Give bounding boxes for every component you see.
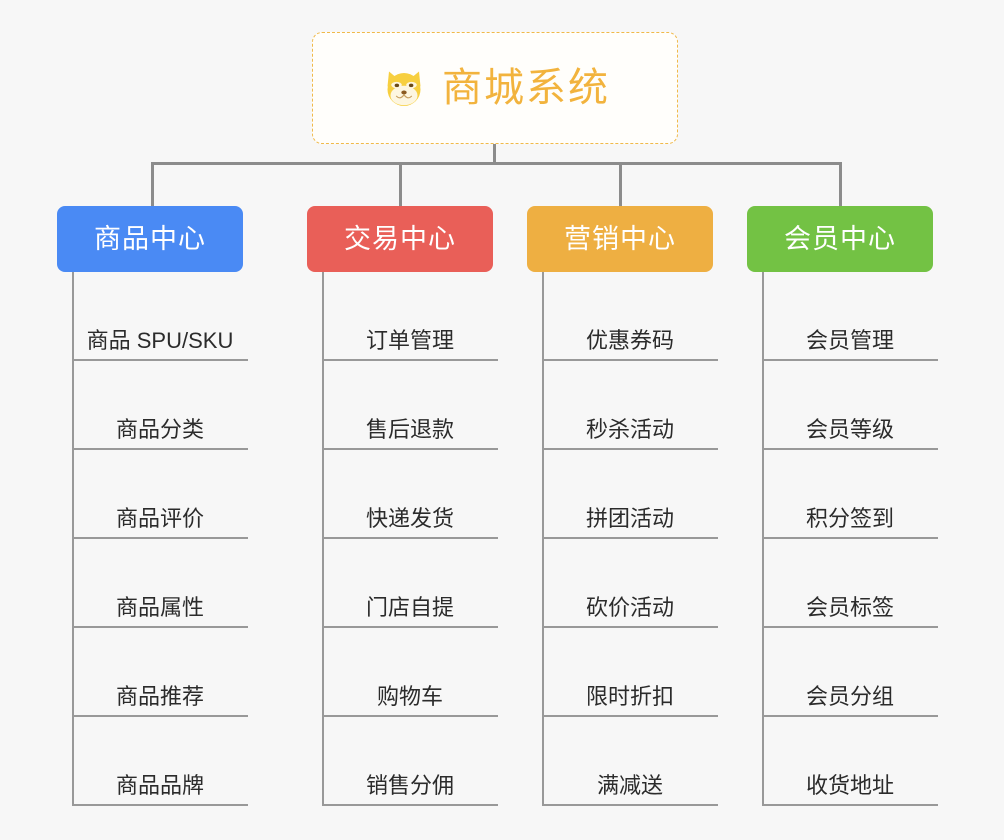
category-label: 会员中心 [784,223,896,254]
leaf-item[interactable]: 会员分组 [762,628,938,717]
leaf-item-label: 积分签到 [805,505,894,531]
category-label: 交易中心 [344,223,456,254]
column-trunk-line [542,272,544,806]
leaf-item-label: 限时折扣 [585,683,674,709]
leaf-item[interactable]: 会员等级 [762,361,938,450]
leaf-item-label: 售后退款 [365,416,454,442]
leaf-item[interactable]: 售后退款 [322,361,498,450]
leaf-item[interactable]: 砍价活动 [542,539,718,628]
category-label: 营销中心 [564,223,676,254]
connector-drop-4 [839,164,842,208]
leaf-item-label: 商品属性 [115,594,204,620]
category-box-marketing-center[interactable]: 营销中心 [527,206,713,272]
leaf-item[interactable]: 会员管理 [762,272,938,361]
leaf-item-label: 订单管理 [365,327,454,353]
leaf-item-label: 商品推荐 [115,683,204,709]
leaf-item-label: 秒杀活动 [585,416,674,442]
leaf-item[interactable]: 商品推荐 [72,628,248,717]
leaf-item[interactable]: 会员标签 [762,539,938,628]
column-trunk-line [72,272,74,806]
leaf-item[interactable]: 积分签到 [762,450,938,539]
root-node-mall-system[interactable]: 商城系统 [312,32,678,144]
leaf-item[interactable]: 满减送 [542,717,718,806]
column-trunk-line [762,272,764,806]
leaf-item[interactable]: 优惠券码 [542,272,718,361]
leaf-item-label: 门店自提 [365,594,454,620]
leaf-item-label: 会员等级 [805,416,894,442]
leaf-item[interactable]: 拼团活动 [542,450,718,539]
leaf-item-label: 销售分佣 [365,772,454,798]
leaf-item-label: 收货地址 [805,772,894,798]
leaf-item-label: 砍价活动 [585,594,674,620]
leaf-item-label: 拼团活动 [585,505,674,531]
leaf-item[interactable]: 限时折扣 [542,628,718,717]
leaf-item-label: 商品 SPU/SKU [86,327,234,353]
category-box-product-center[interactable]: 商品中心 [57,206,243,272]
leaf-item[interactable]: 购物车 [322,628,498,717]
leaf-item[interactable]: 收货地址 [762,717,938,806]
column-trunk-line [322,272,324,806]
category-box-trade-center[interactable]: 交易中心 [307,206,493,272]
connector-root-stem [493,144,496,164]
leaf-item-label: 商品品牌 [115,772,204,798]
leaf-item[interactable]: 快递发货 [322,450,498,539]
shiba-dog-face-icon [380,64,428,112]
leaf-item-label: 商品分类 [115,416,204,442]
leaf-item-label: 会员管理 [805,327,894,353]
leaf-item[interactable]: 销售分佣 [322,717,498,806]
leaf-item-label: 购物车 [376,683,443,709]
leaf-item[interactable]: 商品评价 [72,450,248,539]
category-label: 商品中心 [94,223,206,254]
leaf-item-label: 商品评价 [115,505,204,531]
leaf-item[interactable]: 秒杀活动 [542,361,718,450]
leaf-item[interactable]: 商品分类 [72,361,248,450]
leaf-item[interactable]: 订单管理 [322,272,498,361]
leaf-item[interactable]: 商品属性 [72,539,248,628]
leaf-item[interactable]: 商品品牌 [72,717,248,806]
leaf-item[interactable]: 门店自提 [322,539,498,628]
leaf-item[interactable]: 商品 SPU/SKU [72,272,248,361]
leaf-item-label: 满减送 [596,772,663,798]
leaf-item-label: 会员分组 [805,683,894,709]
category-box-member-center[interactable]: 会员中心 [747,206,933,272]
connector-drop-2 [399,164,402,208]
leaf-item-label: 优惠券码 [585,327,674,353]
connector-drop-1 [151,164,154,208]
root-title: 商城系统 [442,66,610,110]
connector-horizontal-bus [151,162,842,165]
connector-drop-3 [619,164,622,208]
leaf-item-label: 快递发货 [365,505,454,531]
leaf-item-label: 会员标签 [805,594,894,620]
